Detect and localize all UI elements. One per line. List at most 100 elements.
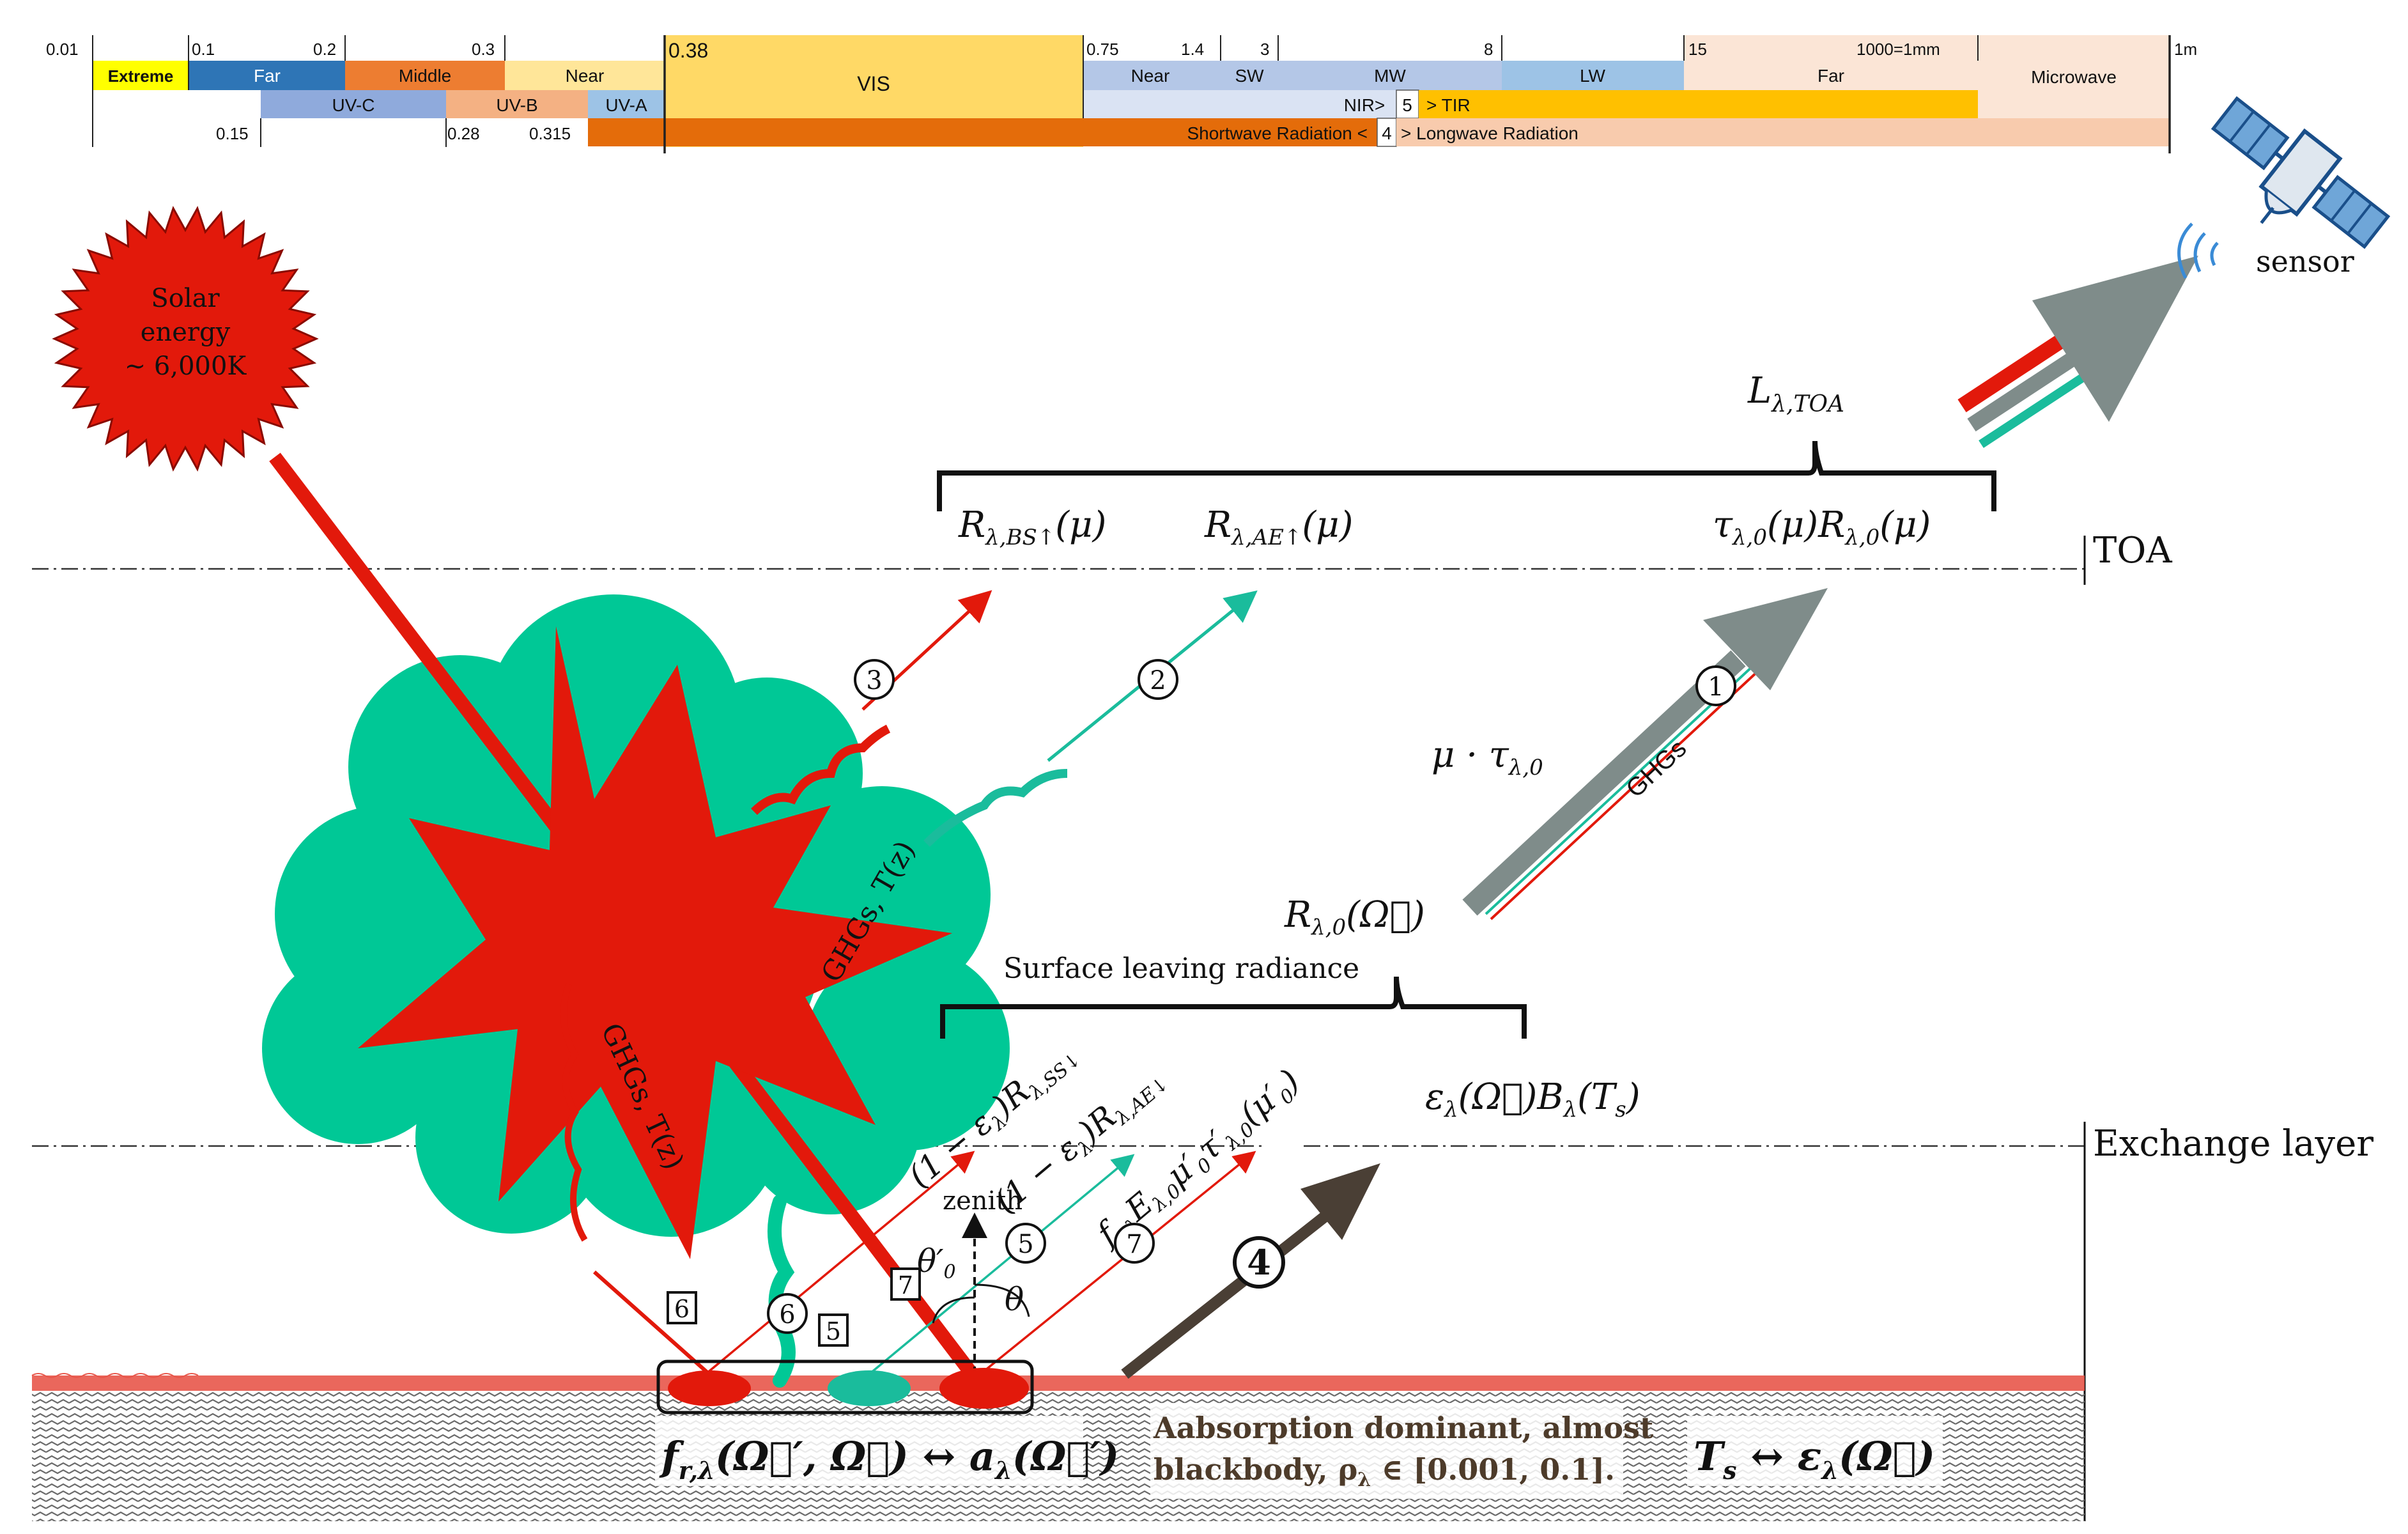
band-label-uv-b: UV-B	[496, 95, 537, 115]
signal-waves-icon	[2177, 222, 2219, 279]
r-ae-symbol: R	[1204, 504, 1231, 546]
box-marker-7: 7	[890, 1267, 921, 1301]
tick-label: 8	[1484, 40, 1493, 59]
tick-label: 1.4	[1181, 40, 1204, 59]
r-bs-sub: λ,BS↑	[984, 525, 1055, 550]
mu-tau-symbol: μ · τ	[1432, 734, 1509, 776]
sensor-arrow-head	[2032, 256, 2198, 422]
band-mw-ir	[1278, 61, 1502, 90]
band-tir	[1419, 90, 1978, 118]
tau-sub: λ,0	[1731, 525, 1767, 550]
r-ae-sub: λ,AE↑	[1230, 525, 1302, 550]
tick-label: 0.315	[529, 124, 571, 143]
box-marker-5: 5	[818, 1313, 849, 1347]
svg-text:Lλ,TOA: Lλ,TOA	[1747, 370, 1844, 417]
band-far-uv	[189, 61, 345, 90]
toa-formulas: Rλ,BS↑(μ) Rλ,AE↑(μ) τλ,0(μ)Rλ,0(μ) μ · τ…	[958, 504, 1931, 780]
r0-arg: (Ω⃗)	[1346, 894, 1425, 936]
band-middle-uv	[345, 61, 505, 90]
marker-5: 5	[1005, 1223, 1046, 1264]
toa-label: TOA	[2093, 530, 2172, 571]
tick-label: 1000=1mm	[1856, 40, 1940, 59]
arrow-1-head	[1703, 588, 1828, 690]
band-extreme-uv	[93, 61, 189, 90]
scatter-path-3	[751, 724, 891, 816]
scatter-path-2	[923, 769, 1068, 847]
svg-text:7: 7	[898, 1271, 913, 1299]
tau-mid: (μ)R	[1767, 504, 1845, 546]
r0-formula: Rλ,0(Ω⃗)	[1284, 894, 1425, 940]
spectrum-tick-labels: 0.01 0.1 0.2 0.3 0.38 0.75 1.4 3 8 15 10…	[46, 39, 2197, 143]
surface-skin-edge	[31, 1373, 199, 1378]
ts-eq-end: (Ω⃗)	[1839, 1433, 1935, 1480]
surface-brace	[940, 976, 1527, 1039]
band-label-vis: VIS	[857, 72, 890, 95]
svg-text:6: 6	[779, 1300, 795, 1329]
spectrum-ticks	[92, 35, 2171, 153]
brdf-eq-backdrop	[655, 1416, 1083, 1486]
band-label-near-uv: Near	[566, 66, 605, 86]
band-label-microwave: Microwave	[2031, 67, 2117, 87]
svg-text:6: 6	[674, 1295, 690, 1323]
exchange-layer-label: Exchange layer	[2093, 1123, 2373, 1165]
box-marker-6: 6	[667, 1291, 697, 1324]
marker-2: 2	[1138, 659, 1178, 700]
band-label-far-uv: Far	[254, 66, 281, 86]
sun-star	[52, 206, 319, 472]
spectrum-band-labels: Extreme Far Middle Near VIS Near SW MW L…	[108, 66, 2117, 143]
l-toa-sub: λ,TOA	[1770, 391, 1844, 417]
theta0-sub: 0	[943, 1261, 955, 1283]
marker-1: 1	[1695, 665, 1736, 706]
theta-label: θ	[1005, 1281, 1024, 1318]
marker-7: 7	[1114, 1223, 1155, 1264]
svg-text:7: 7	[1126, 1230, 1142, 1259]
band-5	[1396, 89, 1419, 119]
tick-label: 0.01	[46, 40, 79, 59]
band-label-near-ir: Near	[1131, 66, 1170, 86]
band-label-4: 4	[1382, 123, 1392, 143]
sensor-label: sensor	[2256, 244, 2354, 279]
eps-b-end: (T	[1577, 1076, 1617, 1118]
boxed-markers: 5 6 7	[667, 1267, 921, 1347]
band-shortwave	[588, 118, 1377, 146]
svg-text:4: 4	[1247, 1242, 1271, 1283]
eps-b-sub3: s	[1615, 1097, 1626, 1122]
band-nir-row	[1083, 90, 1396, 118]
tau-end: (μ)	[1879, 504, 1931, 546]
r0-symbol: R	[1284, 894, 1311, 936]
band-label-uv-c: UV-C	[332, 95, 375, 115]
brdf-eq-sub2: λ	[994, 1456, 1012, 1485]
sun-label-line1: Solar	[151, 284, 220, 313]
arrow-4	[1121, 1163, 1380, 1379]
arrow-7	[983, 1150, 1256, 1372]
ts-eq-sub2: λ	[1820, 1456, 1839, 1485]
svg-text:ελ(Ω⃗)Bλ(Ts): ελ(Ω⃗)Bλ(Ts)	[1425, 1076, 1640, 1122]
r-ae-arg: (μ)	[1302, 504, 1353, 546]
mu-tau-sub: λ,0	[1508, 755, 1543, 780]
brdf-eq-rest: (Ω⃗′, Ω⃗) ↔ a	[715, 1433, 995, 1480]
absorption-line2-start: blackbody, ρ	[1154, 1452, 1357, 1487]
eps-b-close: )	[1626, 1076, 1640, 1118]
absorption-backdrop	[1150, 1403, 1623, 1499]
spectrum-bar: 0.01 0.1 0.2 0.3 0.38 0.75 1.4 3 8 15 10…	[46, 35, 2197, 153]
marker-4: 4	[1233, 1236, 1285, 1289]
arrow-6	[708, 1150, 975, 1372]
l-toa-symbol: L	[1747, 370, 1771, 412]
band-label-5: 5	[1402, 95, 1412, 115]
theta0-label: θ′0	[917, 1243, 956, 1283]
band-label-extreme: Extreme	[108, 66, 174, 86]
tick-label: 15	[1688, 40, 1707, 59]
svg-text:1: 1	[1708, 672, 1724, 702]
arrow-to-sensor	[1957, 256, 2198, 448]
ts-eq-rest: ↔ ε	[1737, 1433, 1822, 1480]
satellite-icon	[2211, 96, 2391, 249]
band-label-mw: MW	[1374, 66, 1406, 86]
svg-text:Rλ,BS↑(μ): Rλ,BS↑(μ)	[958, 504, 1106, 550]
tick-label: 0.75	[1086, 40, 1119, 59]
theta-arc	[974, 1283, 1030, 1317]
svg-text:3: 3	[866, 666, 882, 695]
band-label-middle-uv: Middle	[399, 66, 451, 86]
band-uv-b	[446, 90, 588, 118]
eps-b-sub: λ	[1443, 1097, 1458, 1122]
